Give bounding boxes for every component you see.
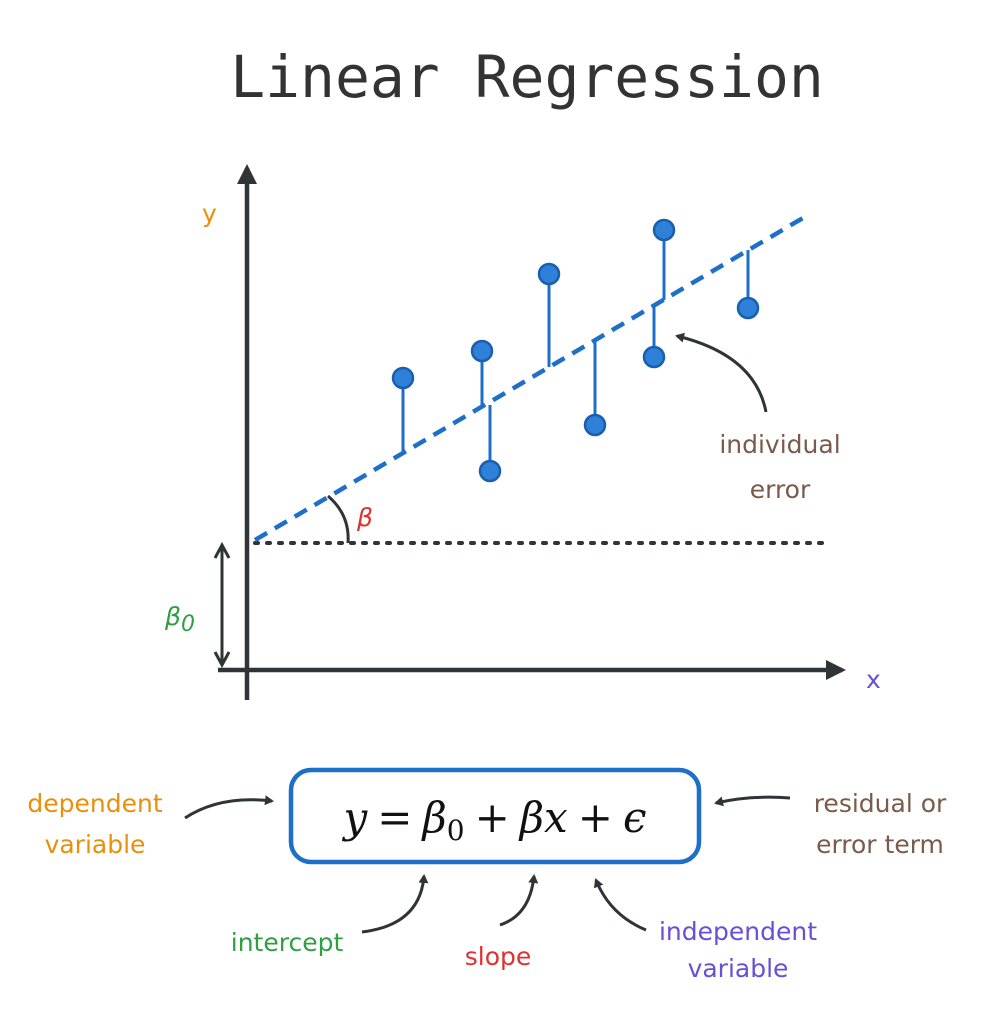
residual-label-line1: residual or — [814, 789, 947, 818]
residual-label-line2: error term — [816, 830, 944, 859]
data-point — [736, 296, 760, 320]
dependent-variable-label-line1: dependent — [27, 789, 162, 818]
dependent-variable-label-line2: variable — [45, 830, 146, 859]
intercept-arrow — [361, 874, 429, 934]
y-axis-label: y — [202, 199, 217, 228]
data-point — [478, 459, 502, 483]
data-point — [583, 413, 607, 437]
x-axis-label: x — [866, 665, 881, 694]
equation-box — [288, 767, 702, 865]
data-point — [642, 345, 666, 369]
independent-variable-label-line2: variable — [688, 954, 789, 983]
individual-error-label-line1: individual — [719, 430, 840, 459]
beta-label: β — [356, 503, 373, 532]
independent-variable-arrow — [593, 878, 647, 932]
dependent-variable-arrow — [184, 795, 274, 820]
beta0-label: β0 — [164, 602, 195, 637]
data-point — [391, 366, 415, 390]
independent-variable-label-line1: independent — [659, 917, 817, 946]
regression-equation: y=β0+βx+ϵ — [342, 793, 647, 847]
intercept-label: intercept — [231, 928, 344, 957]
slope-arrow — [499, 874, 539, 927]
regression-line — [253, 213, 810, 542]
residual-arrow — [714, 795, 791, 807]
slope-label: slope — [465, 942, 532, 971]
individual-error-arrow — [675, 332, 768, 413]
data-point — [470, 339, 494, 363]
data-point — [652, 218, 676, 242]
data-point — [537, 262, 561, 286]
individual-error-label-line2: error — [750, 475, 811, 504]
diagram-title: Linear Regression — [230, 43, 824, 111]
slope-angle-arc — [327, 494, 350, 544]
